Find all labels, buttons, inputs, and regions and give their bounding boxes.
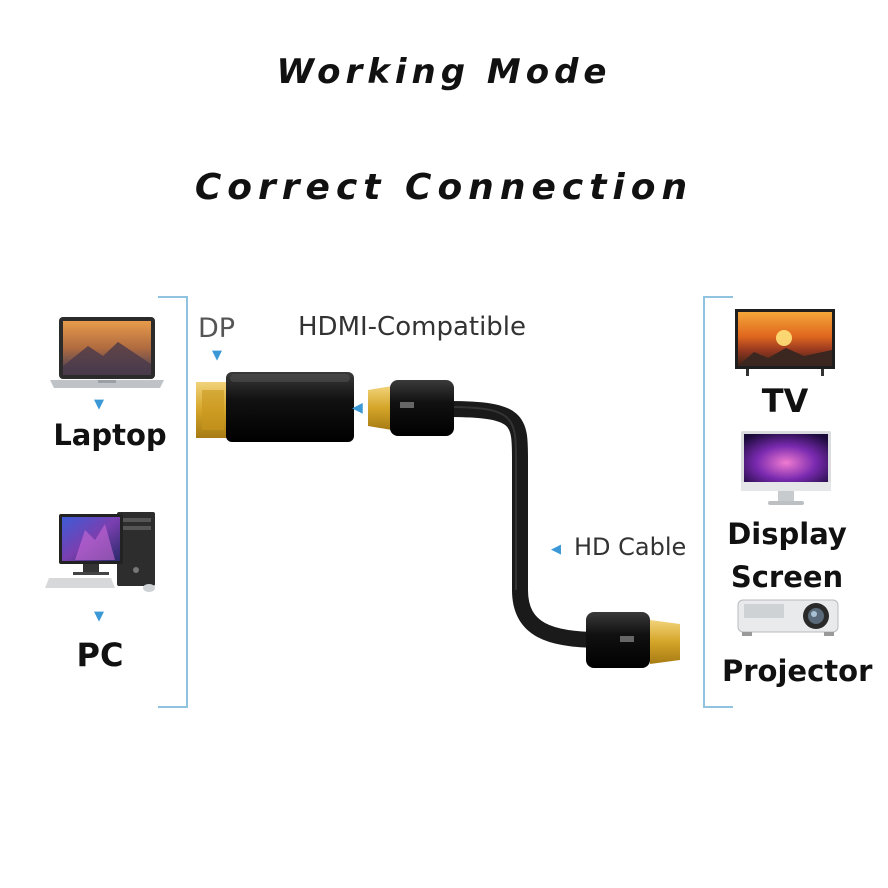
projector-label: Projector	[722, 654, 873, 688]
dp-down-arrow-icon: ▼	[212, 348, 222, 363]
projector-icon	[737, 599, 839, 636]
tv-icon	[735, 309, 835, 376]
hdmi-label: HDMI-Compatible	[298, 312, 527, 342]
source-bracket	[158, 296, 188, 708]
pc-label: PC	[76, 636, 124, 674]
tv-label: TV	[761, 382, 809, 420]
cable-label: HD Cable	[574, 533, 687, 561]
svg-text:◀: ◀	[352, 400, 363, 416]
monitor-icon	[741, 431, 831, 505]
display-bracket	[703, 296, 733, 708]
diagram-subtitle: Correct Connection	[194, 167, 694, 208]
laptop-down-arrow-icon: ▼	[94, 397, 104, 412]
diagram-title: Working Mode	[276, 52, 612, 92]
pc-down-arrow-icon: ▼	[94, 609, 104, 624]
desktop-pc-icon	[45, 512, 155, 592]
dp-label: DP	[198, 313, 236, 344]
laptop-label: Laptop	[53, 418, 167, 452]
dp-to-hdmi-adapter-cable: ◀	[196, 372, 680, 668]
cable-arrow-icon: ◀	[551, 542, 561, 557]
laptop-icon	[50, 317, 164, 388]
